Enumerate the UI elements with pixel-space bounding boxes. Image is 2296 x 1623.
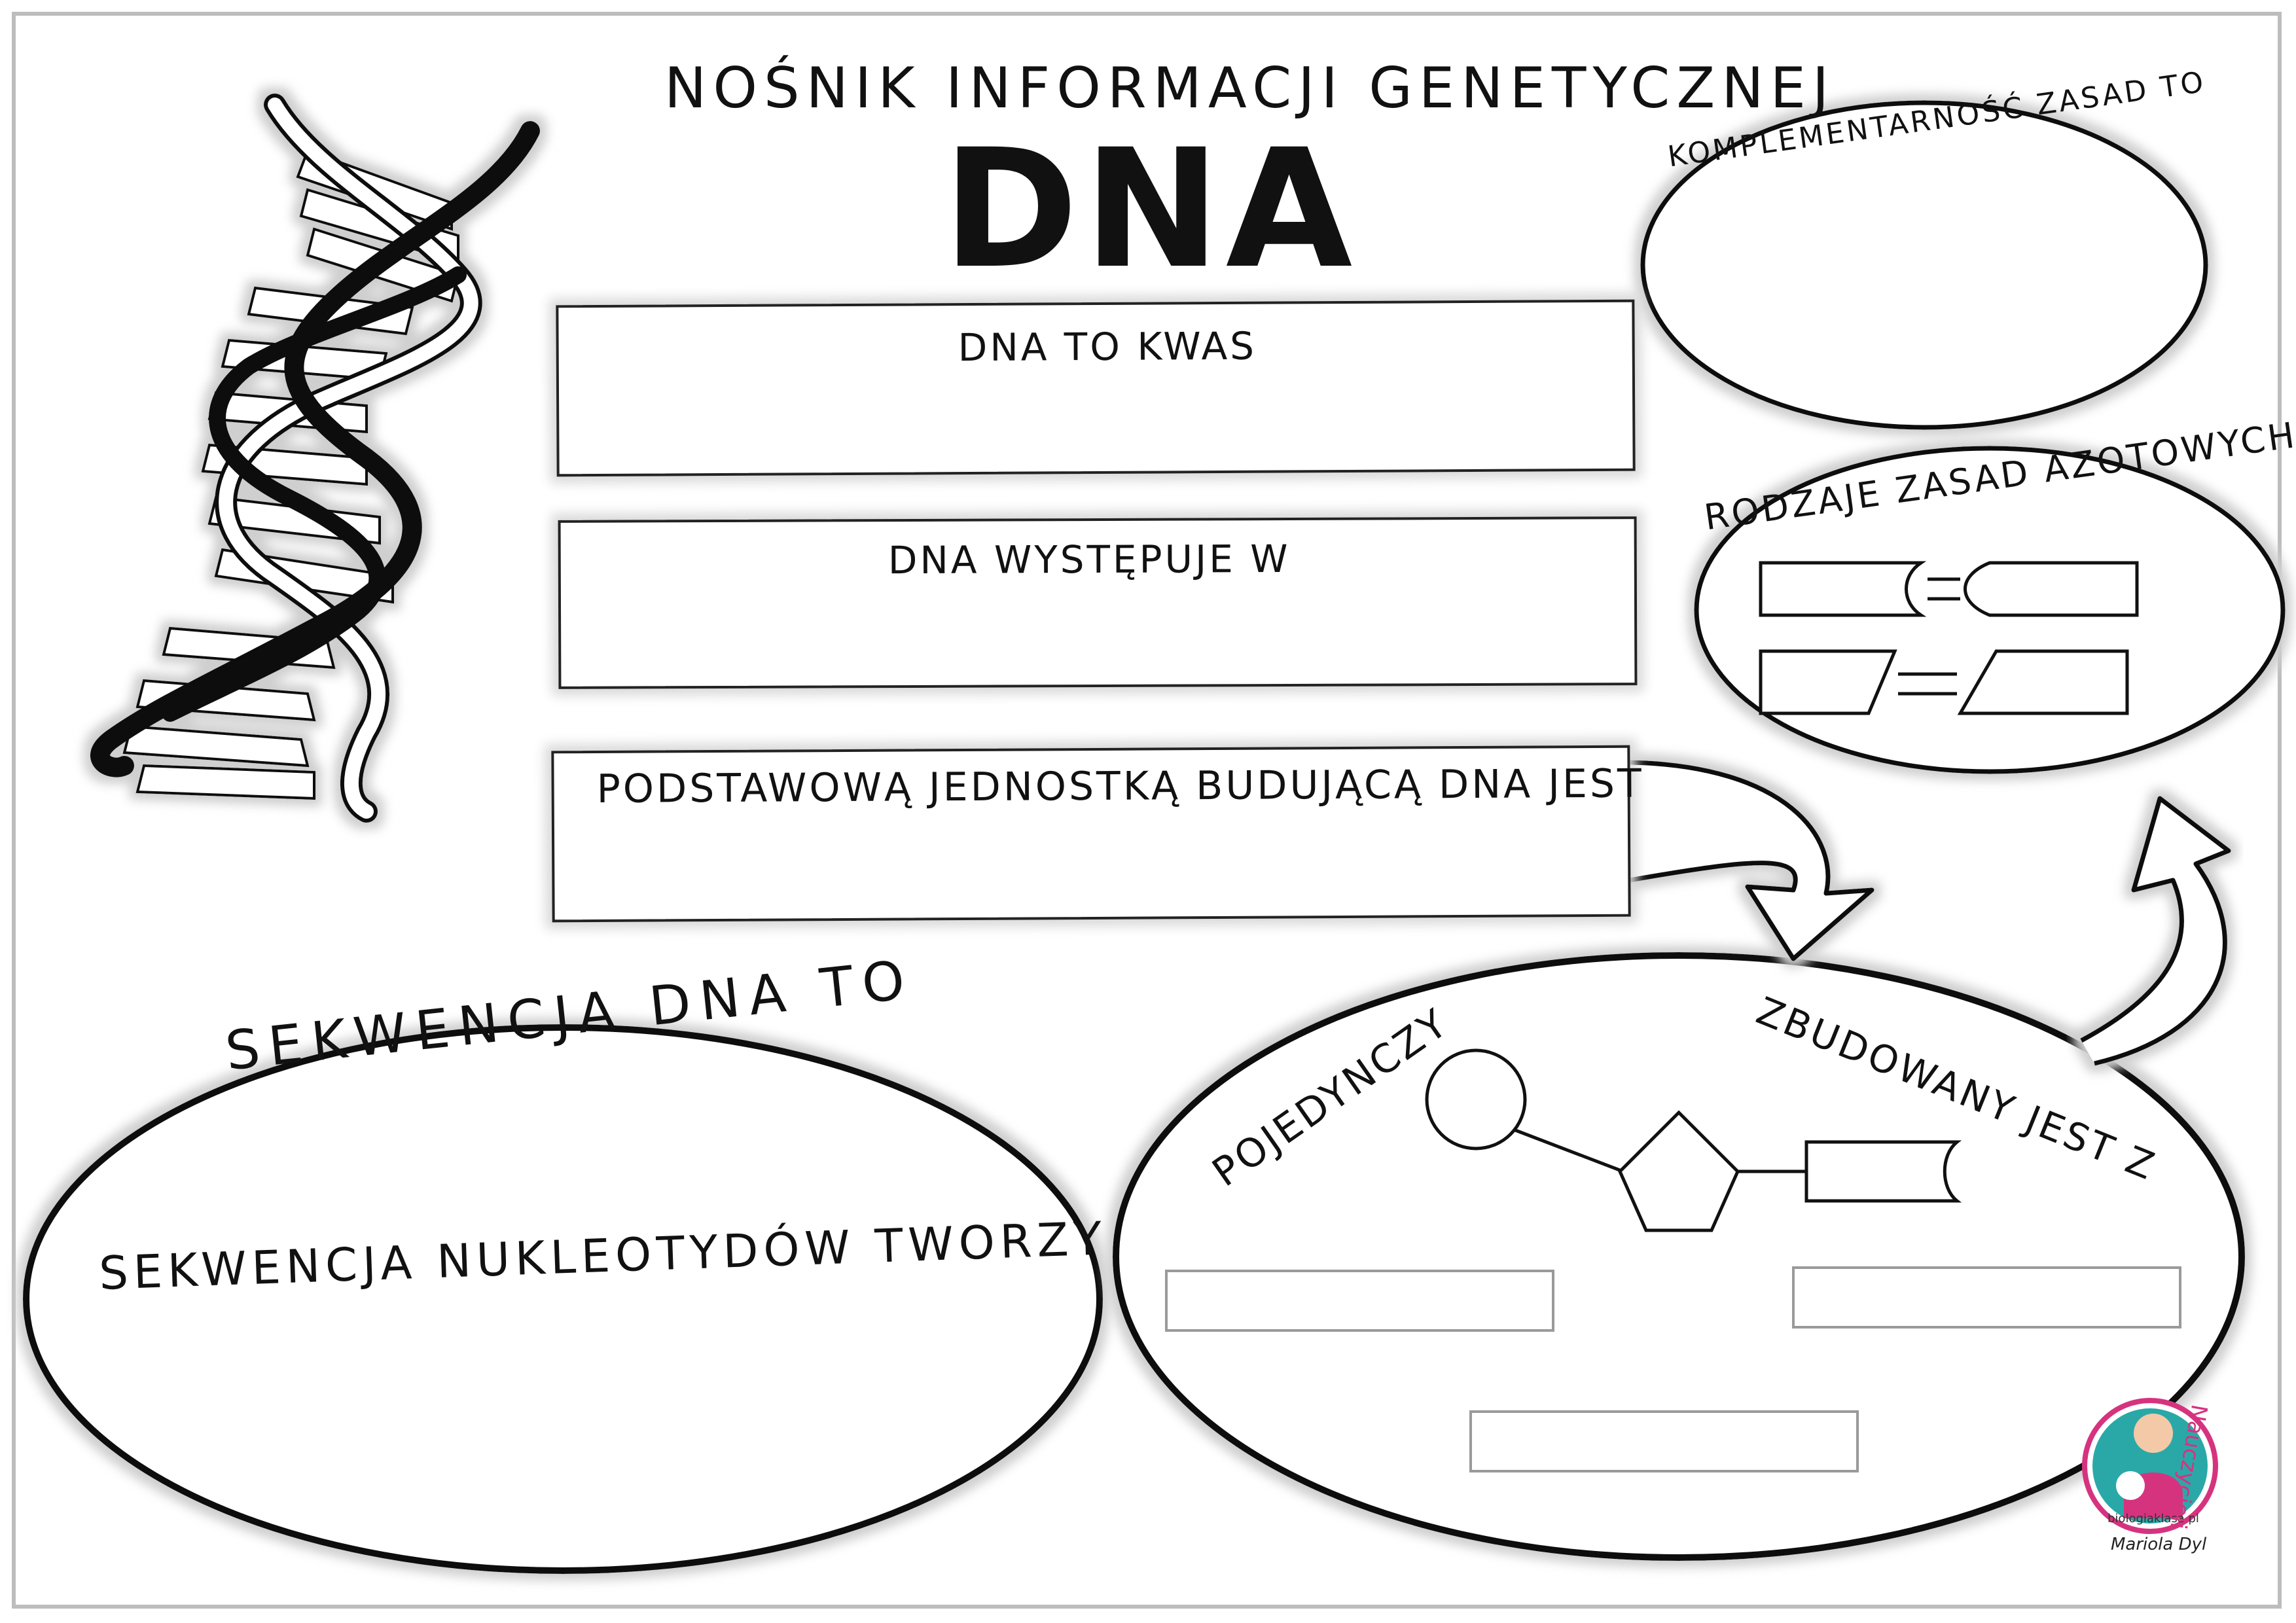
bases-types-oval xyxy=(1694,446,2286,774)
page-title: DNA xyxy=(942,114,1358,304)
complementarity-oval xyxy=(1640,100,2208,430)
dna-location-box: DNA WYSTĘPUJE W xyxy=(558,516,1638,689)
avatar xyxy=(2134,1414,2173,1453)
arrow-icon xyxy=(1629,760,1874,961)
bond-line xyxy=(1511,1127,1624,1173)
dog-icon xyxy=(2116,1471,2145,1500)
dna-acid-box: DNA TO KWAS xyxy=(556,299,1636,477)
base-answer-field[interactable] xyxy=(1792,1266,2181,1329)
author-logo xyxy=(2082,1398,2218,1534)
dna-location-label: DNA WYSTĘPUJE W xyxy=(888,536,1291,583)
dna-helix-icon xyxy=(90,94,540,823)
nucleotide-oval xyxy=(1113,952,2245,1561)
phosphate-answer-field[interactable] xyxy=(1165,1270,1554,1332)
pyrimidine-base-icon xyxy=(1964,561,2139,617)
logo-site-text: biologiaklasa.pl xyxy=(2108,1512,2199,1525)
pyrimidine-base-icon xyxy=(1957,649,2129,715)
phosphate-circle-icon xyxy=(1425,1048,1527,1150)
arrow-icon xyxy=(2080,796,2231,1066)
purine-base-icon xyxy=(1759,649,1897,715)
dna-unit-box: PODSTAWOWĄ JEDNOSTKĄ BUDUJĄCĄ DNA JEST xyxy=(551,745,1644,923)
purine-base-icon xyxy=(1759,561,1927,617)
page-subtitle: NOŚNIK INFORMACJI GENETYCZNEJ xyxy=(664,56,1836,121)
dna-unit-label: PODSTAWOWĄ JEDNOSTKĄ BUDUJĄCĄ DNA JEST xyxy=(596,760,1644,812)
nucleotide-diagram xyxy=(1425,1048,1962,1232)
pentose-pentagon-icon xyxy=(1618,1110,1740,1232)
logo-author-text: Mariola Dyl xyxy=(2111,1535,2207,1554)
dna-acid-label: DNA TO KWAS xyxy=(958,323,1257,370)
sequence-oval xyxy=(23,1024,1103,1574)
sugar-answer-field[interactable] xyxy=(1469,1410,1859,1472)
base-rectangle-icon xyxy=(1804,1140,1962,1203)
